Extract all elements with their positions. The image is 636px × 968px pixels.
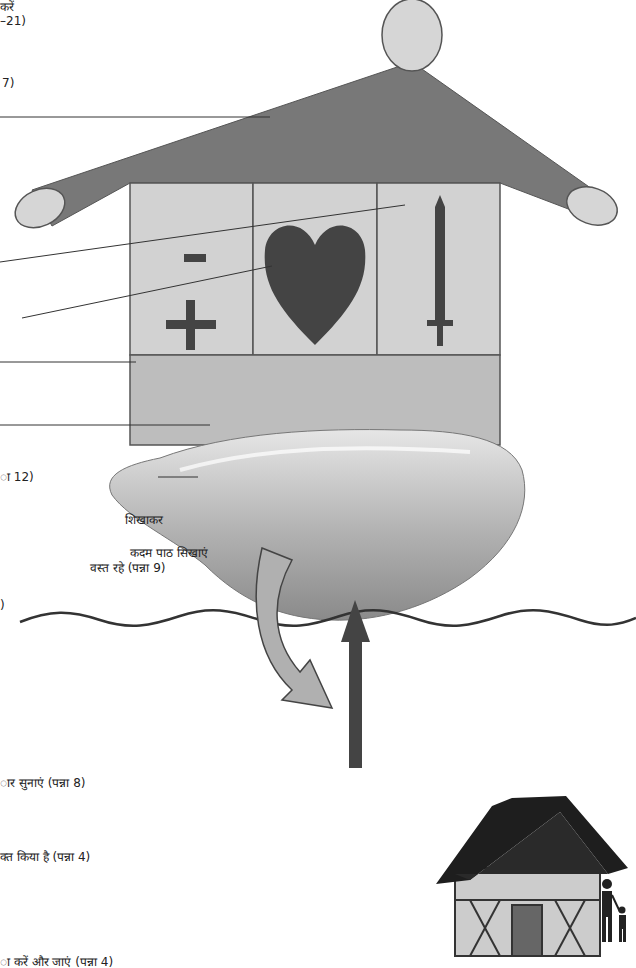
callout-label: क्त किया है (पन्ना 4) <box>0 850 90 864</box>
body-box <box>130 183 253 355</box>
callout-label: कदम पाठ सिखाएं <box>130 546 208 560</box>
adult-figure <box>602 916 606 942</box>
sword-symbol <box>437 326 443 346</box>
callout-label: ा 12) <box>0 470 34 484</box>
left-hand <box>9 181 71 236</box>
leader-line <box>0 205 405 262</box>
rock-highlight <box>180 448 470 470</box>
hut-roof <box>436 796 628 884</box>
callout-label: वस्त रहे (पन्ना 9) <box>90 561 165 575</box>
adult-figure <box>608 916 612 942</box>
adult-figure <box>602 891 612 917</box>
water-line <box>20 610 636 626</box>
body-box <box>377 183 500 355</box>
child-figure <box>619 915 626 929</box>
callout-label: ) <box>0 598 5 612</box>
adult-figure <box>602 879 612 889</box>
hut-beam <box>455 899 600 901</box>
leader-line <box>158 477 198 478</box>
callout-label: करें <box>0 0 14 14</box>
rock <box>110 430 525 621</box>
up-arrow <box>341 600 370 642</box>
callout-label: –21) <box>0 14 26 28</box>
leader-line <box>0 362 136 363</box>
callout-label: ा करें और जाएं (पन्ना 4) <box>0 955 113 968</box>
child-figure <box>623 928 626 942</box>
minus-symbol <box>184 254 206 262</box>
callout-label: शिखाकर <box>125 513 163 527</box>
heart-symbol <box>265 226 366 345</box>
hut-door <box>512 905 542 956</box>
right-hand <box>561 180 622 232</box>
callout-label: 7) <box>2 76 14 90</box>
hut-wall <box>455 868 600 956</box>
curved-arrow <box>256 548 332 708</box>
child-figure <box>619 907 626 914</box>
sword-symbol <box>435 195 445 320</box>
hut-roof <box>455 812 608 880</box>
callout-label: ार सुनाएं (पन्ना 8) <box>0 776 85 790</box>
head <box>382 0 442 71</box>
plus-symbol <box>186 300 195 350</box>
leader-line <box>0 425 210 426</box>
child-figure <box>619 928 622 942</box>
up-arrow <box>349 640 362 768</box>
hut-beam <box>470 900 500 956</box>
hut-beam <box>555 900 585 956</box>
body-box <box>253 183 377 355</box>
hut-beam <box>555 900 585 956</box>
leader-line <box>22 266 272 318</box>
hut-beam <box>470 900 500 956</box>
leader-line <box>0 117 270 118</box>
sword-symbol <box>427 320 453 326</box>
